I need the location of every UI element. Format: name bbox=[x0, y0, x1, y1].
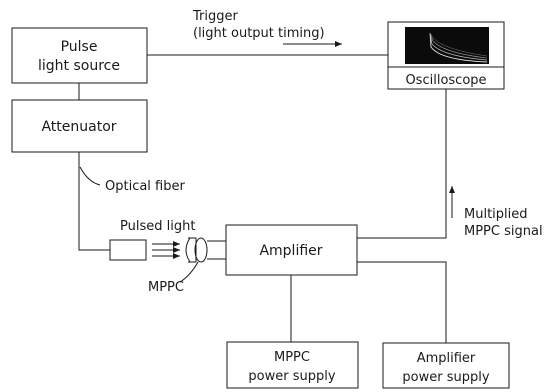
amplifier-block: Amplifier bbox=[225, 224, 358, 276]
amplifier-power-supply-label-line1: Amplifier bbox=[417, 351, 476, 366]
mppc-label: MPPC bbox=[148, 280, 184, 295]
amplifier-power-supply-block: Amplifier power supply bbox=[382, 342, 510, 389]
oscilloscope-screen bbox=[405, 27, 489, 64]
amplifier-power-supply-label-line2: power supply bbox=[402, 370, 489, 385]
fiber-emitter bbox=[109, 239, 147, 261]
pulse-light-source-block: Pulse light source bbox=[11, 27, 148, 84]
amplifier-label: Amplifier bbox=[259, 243, 322, 259]
amplifier-power-line bbox=[357, 261, 447, 343]
oscilloscope-block: Oscilloscope bbox=[387, 21, 505, 90]
pulsed-light-arrows bbox=[152, 241, 180, 259]
mppc-power-supply-block: MPPC power supply bbox=[226, 341, 359, 389]
signal-label-line1: Multiplied bbox=[464, 207, 528, 222]
oscilloscope-waveform bbox=[429, 32, 488, 63]
optical-fiber-label: Optical fiber bbox=[105, 179, 185, 194]
optical-fiber-leader bbox=[79, 166, 101, 186]
attenuator-label: Attenuator bbox=[41, 119, 116, 135]
pulse-light-source-label-line2: light source bbox=[38, 58, 120, 74]
mppc-power-supply-label-line2: power supply bbox=[248, 369, 335, 384]
oscilloscope-label: Oscilloscope bbox=[405, 73, 486, 88]
pulse-light-source-label-line1: Pulse bbox=[61, 39, 98, 55]
trigger-label-line2: (light output timing) bbox=[193, 26, 325, 41]
signal-label-line2: MPPC signal bbox=[464, 224, 543, 239]
signal-line bbox=[357, 89, 447, 239]
attenuator-block: Attenuator bbox=[11, 99, 148, 153]
mppc-leader bbox=[179, 261, 199, 283]
pulsed-light-label: Pulsed light bbox=[120, 219, 195, 234]
trigger-label-line1: Trigger bbox=[192, 9, 238, 24]
mppc-power-supply-label-line1: MPPC bbox=[274, 350, 310, 365]
mppc-sensor bbox=[185, 237, 226, 263]
optical-fiber-line bbox=[78, 152, 110, 251]
